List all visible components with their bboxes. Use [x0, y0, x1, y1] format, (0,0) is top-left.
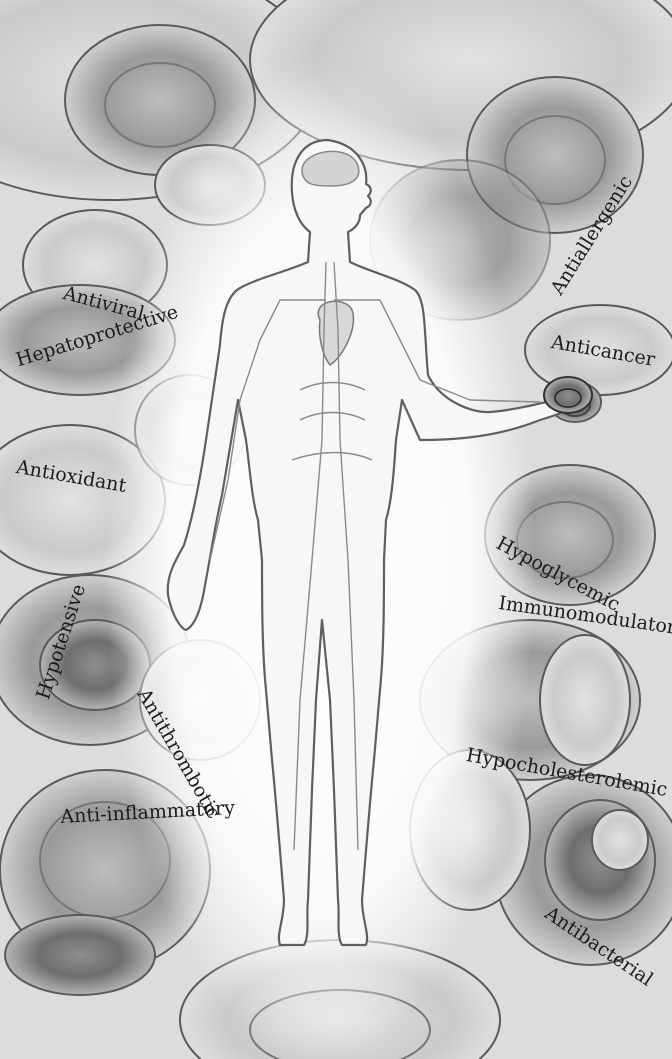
hand-mushroom	[544, 377, 592, 413]
